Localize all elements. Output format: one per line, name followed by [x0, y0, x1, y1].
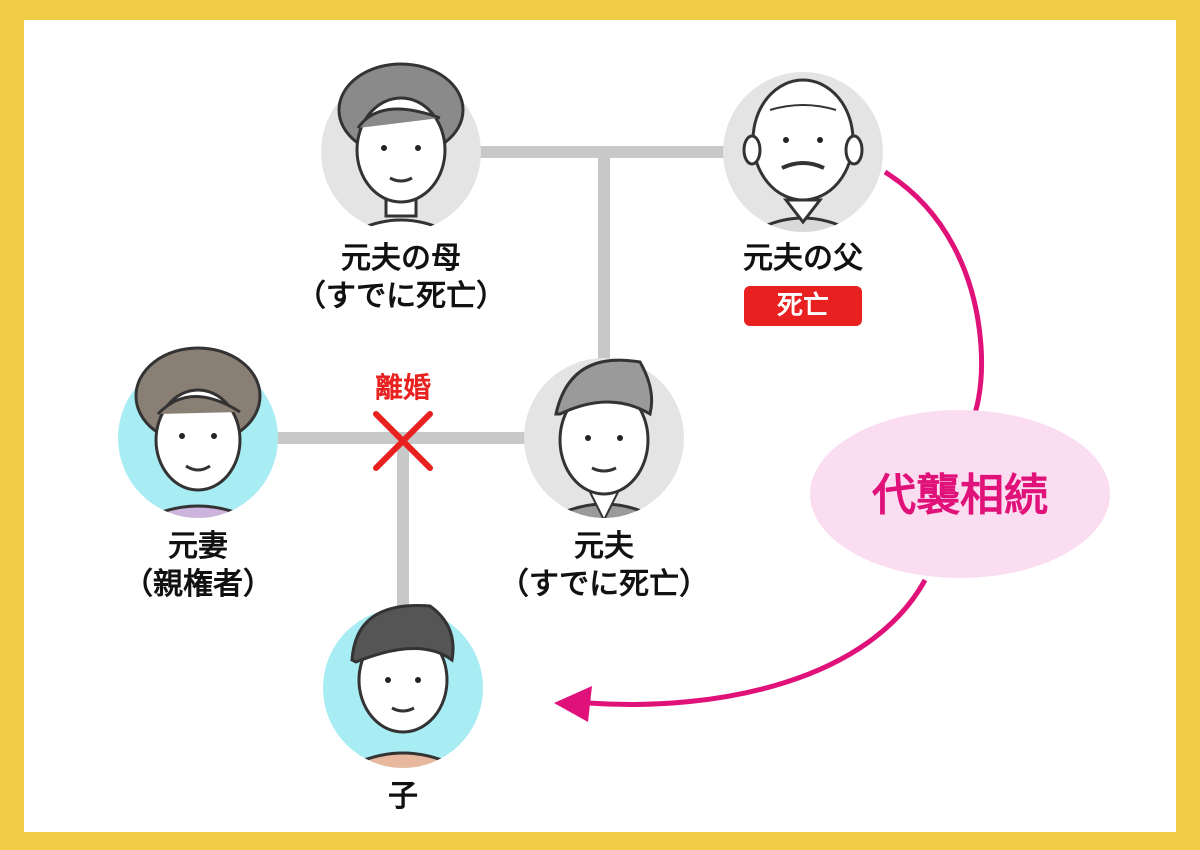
exhusband-avatar [524, 358, 684, 518]
deceased-badge: 死亡 [744, 286, 862, 326]
succession-arrow-lower [587, 578, 928, 707]
child-label: 子 [388, 778, 418, 816]
succession-label: 代襲相続 [871, 470, 1048, 521]
father-name: 元夫の父 [743, 241, 863, 276]
succession-bubble [810, 410, 1110, 578]
mother-name: 元夫の母 [341, 241, 461, 276]
divorce-cross-icon [373, 411, 433, 471]
exhusband-name: 元夫 [574, 529, 634, 564]
child-name: 子 [388, 779, 418, 814]
father-avatar [723, 72, 883, 232]
mother-avatar [321, 62, 481, 232]
mother-label: 元夫の母 （すでに死亡） [296, 240, 506, 316]
exwife-note: （親権者） [123, 567, 273, 602]
exwife-label: 元妻 （親権者） [123, 528, 273, 604]
child-avatar [323, 603, 483, 768]
mother-note: （すでに死亡） [295, 279, 507, 314]
exhusband-label: 元夫 （すでに死亡） [499, 528, 709, 604]
father-label: 元夫の父 [743, 240, 863, 278]
exwife-avatar [118, 346, 278, 518]
succession-arrow [883, 169, 984, 428]
divorce-label: 離婚 [374, 371, 432, 404]
arrowhead-icon [554, 686, 592, 722]
exhusband-note: （すでに死亡） [498, 567, 710, 602]
exwife-name: 元妻 [168, 529, 228, 564]
